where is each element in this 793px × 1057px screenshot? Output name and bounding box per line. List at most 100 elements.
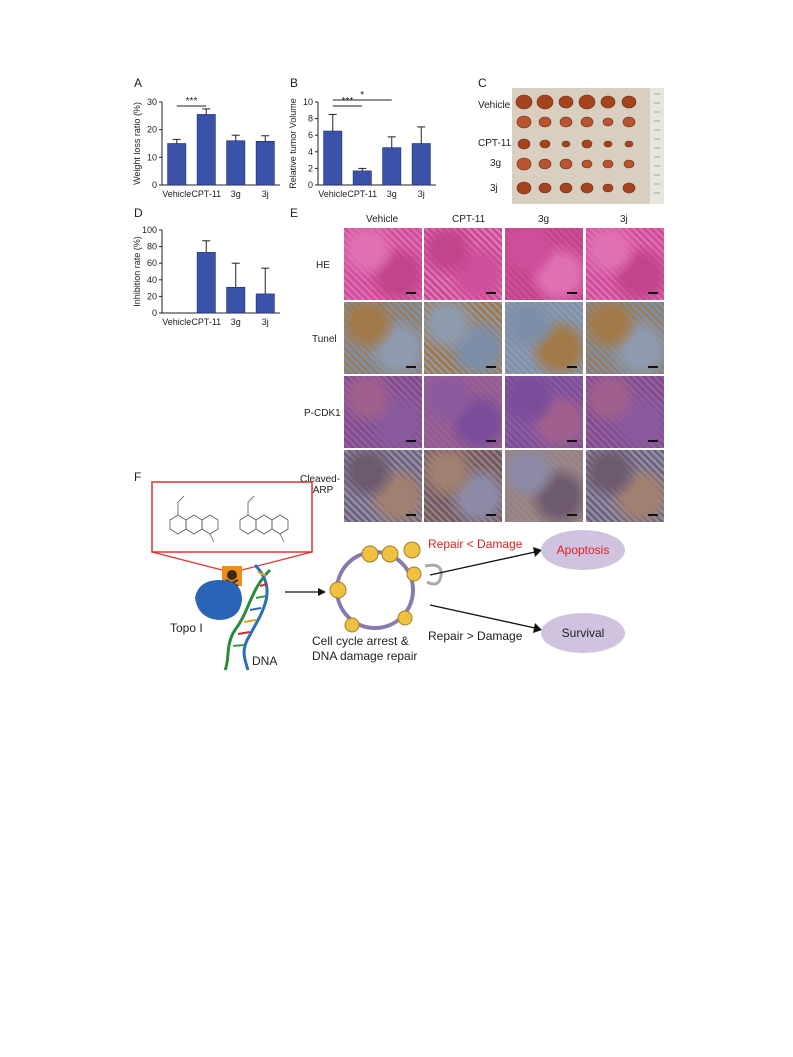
y-tick-label: 6 bbox=[308, 130, 313, 140]
x-tick-label: 3g bbox=[387, 189, 397, 199]
tumor-sample bbox=[581, 139, 593, 149]
significance-label: *** bbox=[186, 96, 198, 107]
bar bbox=[323, 130, 343, 186]
apoptosis-label: Apoptosis bbox=[557, 543, 610, 557]
histology-image bbox=[505, 376, 583, 448]
tumor-sample bbox=[538, 158, 552, 170]
tumor-sample bbox=[623, 159, 635, 169]
tumor-sample bbox=[561, 140, 571, 148]
histology-image bbox=[505, 228, 583, 300]
y-tick-label: 4 bbox=[308, 147, 313, 157]
x-tick-label: Vehicle bbox=[162, 317, 191, 327]
y-tick-label: 20 bbox=[147, 291, 157, 301]
tumor-sample bbox=[581, 159, 593, 169]
x-tick-label: Vehicle bbox=[318, 189, 347, 199]
histology-image bbox=[344, 302, 422, 374]
scale-bar bbox=[648, 366, 658, 368]
panel-letter-d: D bbox=[134, 206, 143, 220]
histology-image bbox=[424, 450, 502, 522]
x-tick-label: 3g bbox=[231, 317, 241, 327]
histology-image bbox=[344, 228, 422, 300]
histo-col-cpt11: CPT-11 bbox=[452, 214, 486, 225]
panel-letter-b: B bbox=[290, 76, 299, 90]
tumor-row-label-3g: 3g bbox=[490, 158, 502, 169]
scale-bar bbox=[648, 440, 658, 442]
tumor-sample bbox=[515, 94, 533, 110]
histology-image bbox=[586, 302, 664, 374]
scale-bar bbox=[486, 292, 496, 294]
chemical-structure-icon bbox=[169, 495, 289, 543]
apoptosis-ellipse bbox=[541, 530, 625, 570]
scale-bar bbox=[648, 292, 658, 294]
y-tick-label: 0 bbox=[152, 180, 157, 190]
tumor-sample bbox=[517, 138, 531, 150]
mechanism-schematic: Topo I DNA Cell cycle arrest & DNA damag… bbox=[151, 481, 625, 671]
histology-panel: Vehicle CPT-11 3g 3j HE Tunel P-CDK1 Cle… bbox=[300, 212, 670, 532]
tumor-sample bbox=[580, 116, 594, 128]
y-tick-label: 8 bbox=[308, 114, 313, 124]
tumor-sample bbox=[539, 139, 551, 149]
bar bbox=[382, 147, 402, 186]
tumor-sample bbox=[559, 116, 573, 128]
y-tick-label: 0 bbox=[308, 180, 313, 190]
x-tick-label: 3j bbox=[418, 189, 425, 199]
repair-less-label: Repair < Damage bbox=[428, 537, 523, 551]
repair-more-label: Repair > Damage bbox=[428, 629, 523, 643]
survival-ellipse bbox=[541, 613, 625, 653]
y-tick-label: 100 bbox=[142, 225, 157, 235]
tumor-sample bbox=[622, 116, 636, 128]
tumor-sample bbox=[538, 182, 552, 194]
bar bbox=[226, 286, 246, 314]
y-tick-label: 10 bbox=[147, 152, 157, 162]
histo-row-cleaved-parp: Cleaved- PARP bbox=[300, 474, 341, 496]
significance-label: * bbox=[360, 90, 364, 101]
y-tick-label: 0 bbox=[152, 308, 157, 318]
tumor-sample bbox=[603, 140, 613, 148]
y-axis-label: Relative tumor Volume bbox=[288, 98, 298, 189]
tumor-sample bbox=[602, 183, 614, 193]
y-axis-label: Weight loss ratio (%) bbox=[132, 102, 142, 185]
tumor-sample bbox=[622, 182, 636, 194]
dna-helix-icon bbox=[223, 563, 272, 671]
tumor-sample bbox=[624, 140, 634, 148]
structure-box bbox=[151, 481, 313, 553]
panel-letter-e: E bbox=[290, 206, 299, 220]
bar bbox=[196, 114, 216, 186]
x-tick-label: 3j bbox=[262, 189, 269, 199]
histology-image bbox=[424, 228, 502, 300]
bar bbox=[226, 140, 246, 186]
histo-row-tunel: Tunel bbox=[312, 334, 337, 345]
histology-image bbox=[424, 302, 502, 374]
scale-bar bbox=[567, 440, 577, 442]
bar bbox=[411, 143, 431, 186]
scale-bar bbox=[567, 292, 577, 294]
scale-bar bbox=[406, 440, 416, 442]
scale-bar bbox=[406, 514, 416, 516]
histo-col-vehicle: Vehicle bbox=[366, 214, 399, 225]
tumor-sample bbox=[559, 158, 573, 170]
histology-image bbox=[586, 376, 664, 448]
scale-bar bbox=[486, 514, 496, 516]
histology-image bbox=[344, 376, 422, 448]
tumor-sample bbox=[602, 159, 614, 169]
y-tick-label: 60 bbox=[147, 258, 157, 268]
y-tick-label: 80 bbox=[147, 242, 157, 252]
topo-enzyme-icon bbox=[195, 580, 242, 620]
tumor-sample bbox=[516, 115, 532, 129]
dna-label: DNA bbox=[252, 654, 277, 668]
bar bbox=[255, 140, 275, 186]
topo-label: Topo I bbox=[170, 621, 203, 635]
y-tick-label: 40 bbox=[147, 275, 157, 285]
bar bbox=[255, 293, 275, 314]
tumor-sample bbox=[558, 95, 574, 109]
cycle-caption-2: DNA damage repair bbox=[312, 649, 417, 663]
tumor-sample bbox=[516, 181, 532, 195]
histology-image bbox=[344, 450, 422, 522]
x-tick-label: CPT-11 bbox=[191, 189, 221, 199]
tumor-row-label-3j: 3j bbox=[490, 183, 498, 194]
tumor-sample bbox=[621, 95, 637, 109]
y-tick-label: 30 bbox=[147, 97, 157, 107]
